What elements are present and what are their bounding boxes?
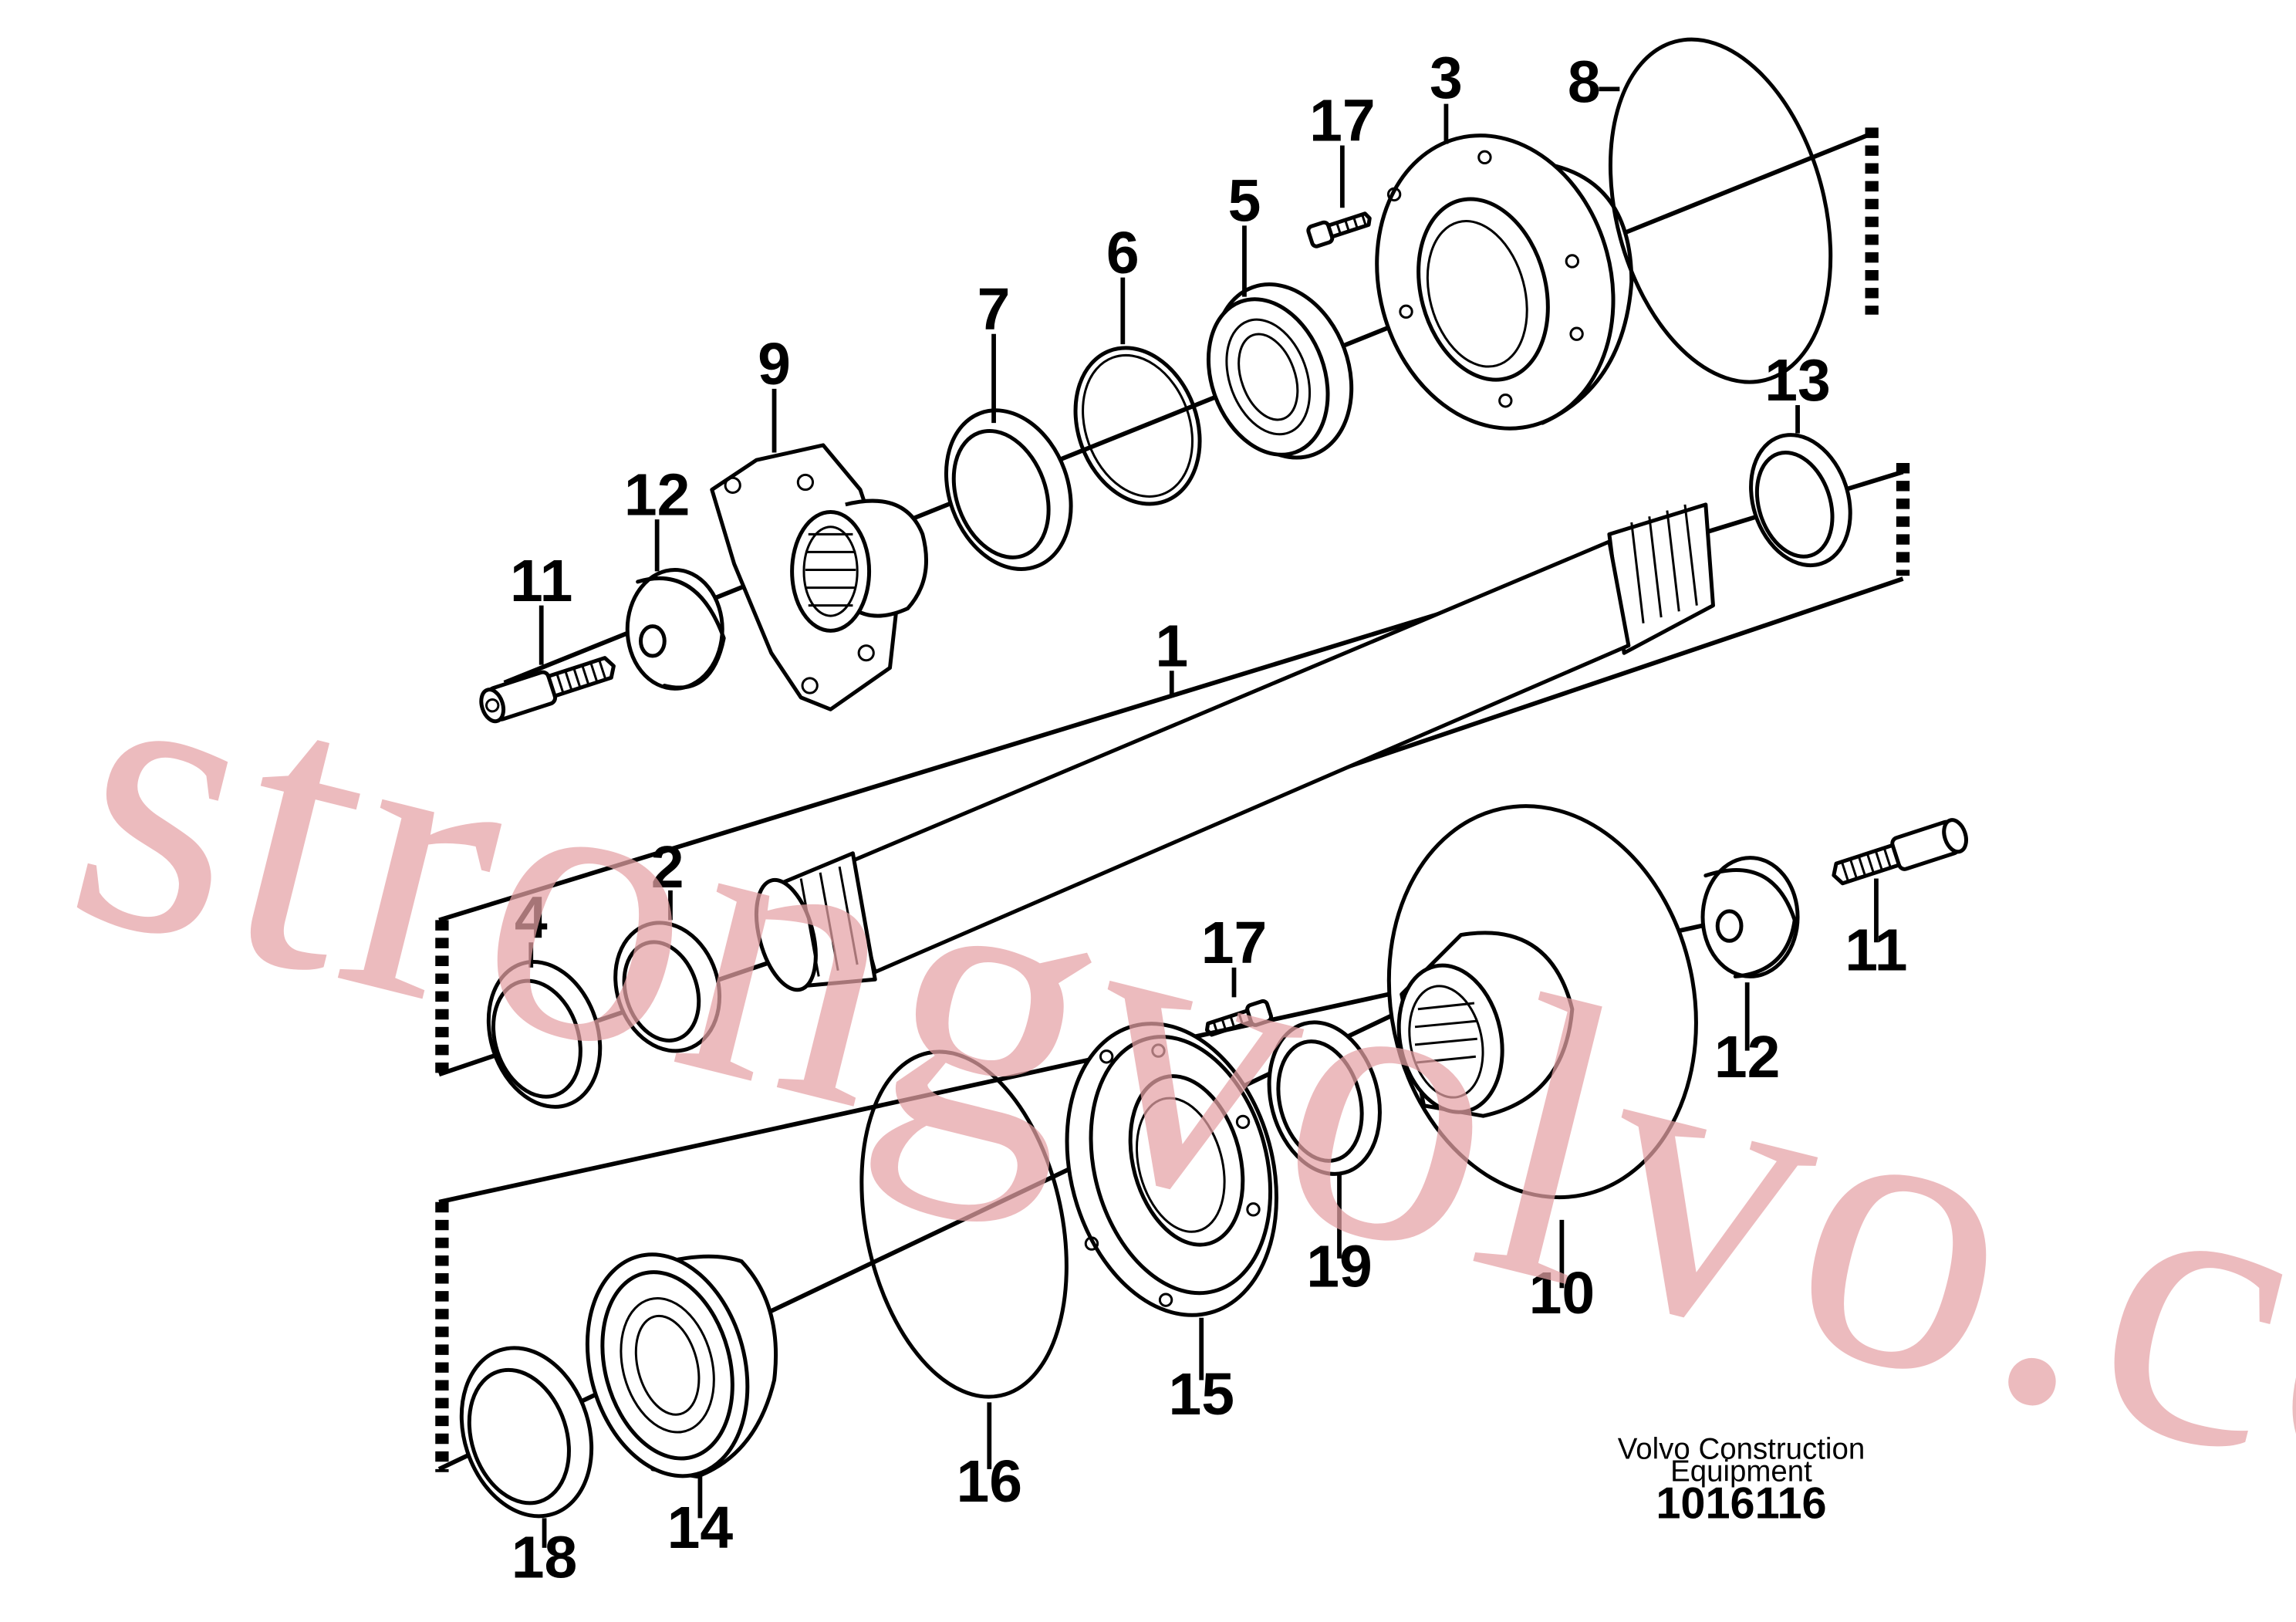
seal-part-4 bbox=[471, 948, 618, 1122]
washer-part-12-lower bbox=[1703, 858, 1798, 977]
document-number: 1016116 bbox=[1656, 1478, 1826, 1528]
bearing-part-14 bbox=[564, 1236, 776, 1494]
callout-1: 1 bbox=[1155, 613, 1188, 679]
o-ring-part-16 bbox=[832, 1032, 1096, 1416]
disc-hub-part-10 bbox=[1353, 777, 1731, 1226]
callout-12-lower: 12 bbox=[1714, 1024, 1781, 1090]
callout-8: 8 bbox=[1568, 49, 1601, 116]
callout-14: 14 bbox=[667, 1495, 734, 1561]
shaft-part-1 bbox=[746, 505, 1714, 996]
callout-6: 6 bbox=[1106, 220, 1140, 286]
callout-13: 13 bbox=[1764, 347, 1831, 414]
callout-16: 16 bbox=[957, 1448, 1023, 1515]
callout-7: 7 bbox=[977, 276, 1011, 343]
callout-11-lower: 11 bbox=[1845, 917, 1907, 984]
callout-5: 5 bbox=[1228, 168, 1261, 235]
callout-15: 15 bbox=[1168, 1361, 1234, 1428]
screw-part-17-lower bbox=[1204, 1000, 1272, 1040]
watermark-text: strongvolvo.com bbox=[38, 563, 2296, 1622]
callout-leaders bbox=[528, 86, 1879, 1548]
seal-ring-part-7 bbox=[925, 393, 1092, 586]
company-name-line-1: Volvo Construction bbox=[1618, 1432, 1865, 1465]
bolt-part-11-upper bbox=[478, 650, 619, 725]
callout-17-upper: 17 bbox=[1309, 88, 1376, 154]
snap-ring-part-6 bbox=[1055, 330, 1221, 522]
bearing-part-5 bbox=[1188, 265, 1375, 477]
seal-part-2 bbox=[599, 909, 736, 1064]
callout-labels: 1 2 3 4 5 6 7 8 9 10 11 11 12 12 13 14 1… bbox=[510, 45, 1908, 1590]
bolt-part-11-lower bbox=[1828, 817, 1970, 891]
watermark: strongvolvo.com bbox=[38, 563, 2296, 1622]
callout-3: 3 bbox=[1430, 45, 1463, 111]
flange-yoke-part-9 bbox=[712, 445, 927, 709]
seal-part-13 bbox=[1735, 422, 1866, 579]
company-name-line-2: Equipment bbox=[1670, 1455, 1812, 1488]
seal-part-19 bbox=[1253, 1010, 1396, 1187]
callout-11-upper: 11 bbox=[510, 548, 572, 614]
callout-2: 2 bbox=[651, 834, 684, 901]
callout-19: 19 bbox=[1306, 1233, 1373, 1299]
bearing-housing-part-3 bbox=[1345, 109, 1645, 455]
screw-part-17-upper bbox=[1307, 208, 1373, 248]
callout-10: 10 bbox=[1529, 1260, 1595, 1326]
o-ring-part-8 bbox=[1575, 15, 1866, 407]
seal-part-18 bbox=[441, 1331, 612, 1533]
callout-9: 9 bbox=[758, 331, 791, 397]
connection-brackets bbox=[435, 127, 1910, 1472]
callout-17-lower: 17 bbox=[1201, 910, 1268, 976]
callout-18: 18 bbox=[512, 1524, 578, 1590]
callout-4: 4 bbox=[515, 884, 548, 951]
callout-12-upper: 12 bbox=[624, 461, 690, 528]
flange-housing-part-15 bbox=[1036, 1000, 1308, 1339]
washer-part-12-upper bbox=[627, 569, 724, 688]
footer: Volvo Construction Equipment 1016116 bbox=[1618, 1432, 1865, 1528]
